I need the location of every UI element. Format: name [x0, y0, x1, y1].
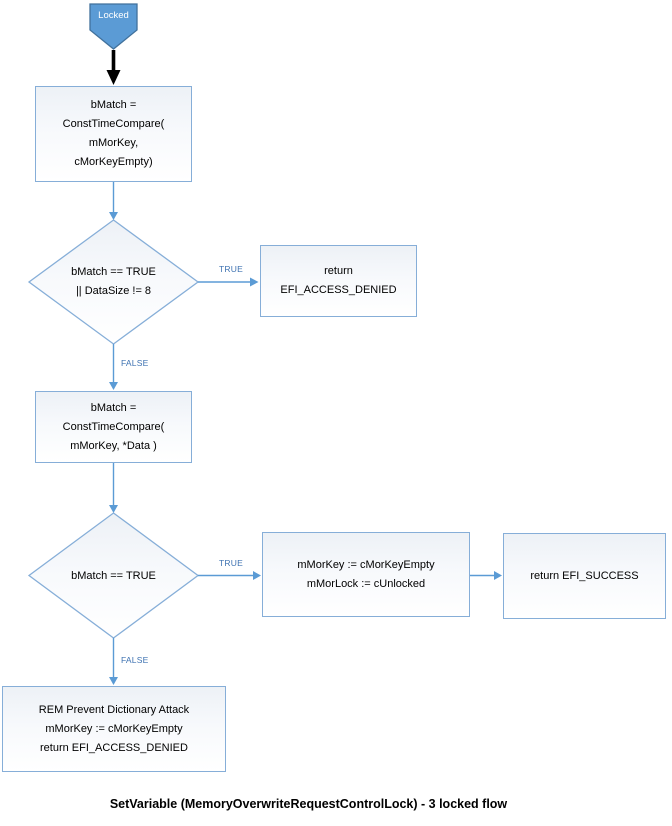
process-dictionary-guard: REM Prevent Dictionary Attack mMorKey :=…: [2, 686, 226, 772]
diagram-caption: SetVariable (MemoryOverwriteRequestContr…: [109, 797, 508, 811]
edge-label-true-1: TRUE: [219, 264, 243, 274]
arrowhead-icon: [109, 212, 118, 220]
process-dictionary-guard-label: REM Prevent Dictionary Attack mMorKey :=…: [38, 703, 190, 754]
edge-label-false-1: FALSE: [121, 358, 149, 368]
arrowhead-icon: [253, 571, 261, 580]
process-access-denied-label: return EFI_ACCESS_DENIED: [280, 265, 397, 296]
process-compare-data-label: bMatch = ConstTimeCompare( mMorKey, *Dat…: [62, 401, 165, 452]
process-compare-data: bMatch = ConstTimeCompare( mMorKey, *Dat…: [35, 391, 192, 463]
arrowhead-icon: [109, 677, 118, 685]
process-success-label: return EFI_SUCCESS: [530, 569, 639, 582]
edge-label-true-2: TRUE: [219, 558, 243, 568]
decision-match-label: bMatch == TRUE: [71, 569, 156, 582]
arrowhead-icon: [109, 505, 118, 513]
arrowhead-icon: [494, 571, 502, 580]
start-arrowhead-icon: [106, 70, 121, 85]
arrowhead-icon: [109, 382, 118, 390]
process-unlock: mMorKey := cMorKeyEmpty mMorLock := cUnl…: [262, 532, 470, 617]
process-access-denied: return EFI_ACCESS_DENIED: [260, 245, 417, 317]
start-node-label: Locked: [98, 10, 129, 21]
start-node-shape: [89, 3, 138, 50]
process-compare-empty-label: bMatch = ConstTimeCompare( mMorKey, cMor…: [62, 99, 165, 168]
process-success: return EFI_SUCCESS: [503, 533, 666, 619]
arrowhead-icon: [250, 277, 259, 287]
process-compare-empty: bMatch = ConstTimeCompare( mMorKey, cMor…: [35, 86, 192, 182]
edge-label-false-2: FALSE: [121, 655, 149, 665]
decision-match-or-size-label: bMatch == TRUE || DataSize != 8: [71, 266, 156, 297]
process-unlock-label: mMorKey := cMorKeyEmpty mMorLock := cUnl…: [297, 558, 435, 590]
